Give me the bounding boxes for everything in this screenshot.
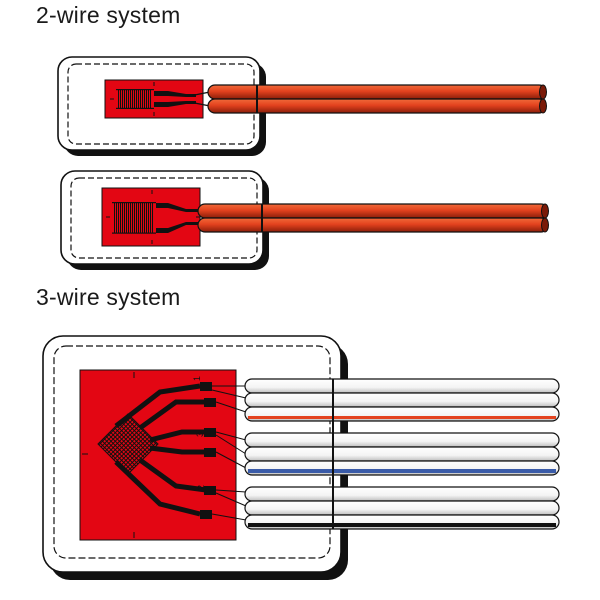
red-wire-1 [197, 203, 549, 219]
solder-tab-lower [154, 101, 196, 107]
heading-3-wire-system: 3-wire system [36, 284, 181, 310]
wire-bundle [244, 378, 560, 530]
black-stripe [248, 523, 556, 527]
white-wire [244, 392, 560, 408]
grid-label-3: 3 [195, 432, 205, 437]
red-wire-2 [207, 98, 547, 114]
two-wire-assembly-1 [57, 56, 547, 156]
carrier-dashed-border [70, 177, 258, 259]
solder-tabs [200, 382, 216, 519]
grid-label-1: 1 [192, 376, 202, 381]
carrier-dashed-border [67, 63, 255, 145]
white-wire [244, 378, 560, 394]
solder-tab-upper [156, 203, 200, 212]
solder-tab-lower [156, 222, 200, 233]
red-wire-2 [197, 217, 549, 233]
white-wire [244, 500, 560, 516]
strain-gauge-grid [118, 90, 152, 108]
two-wire-assembly-2 [60, 170, 549, 270]
white-wire [244, 432, 560, 448]
red-stripe [248, 416, 556, 419]
strain-gauge-grid [114, 203, 154, 233]
solder-tab-upper [154, 91, 196, 97]
blue-stripe [248, 469, 556, 473]
three-wire-assembly: 1 3 2 [42, 335, 560, 580]
white-wire [244, 486, 560, 502]
heading-2-wire-system: 2-wire system [36, 2, 181, 28]
grid-label-2: 2 [196, 485, 206, 490]
white-wire [244, 446, 560, 462]
red-wire-1 [207, 84, 547, 100]
